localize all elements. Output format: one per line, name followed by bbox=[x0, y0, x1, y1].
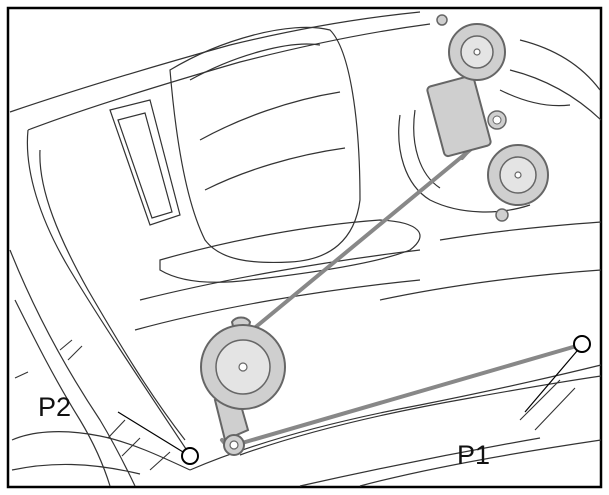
upper-horn-assembly bbox=[426, 14, 549, 222]
horn-bracket bbox=[426, 74, 492, 158]
lower-horn-assembly bbox=[200, 316, 286, 456]
callout-marker-p1 bbox=[573, 335, 591, 353]
leader-p1 bbox=[524, 350, 578, 413]
callout-leaders bbox=[117, 350, 578, 453]
callout-label-p1: P1 bbox=[457, 440, 491, 470]
callout-label-p2: P2 bbox=[38, 392, 72, 422]
callout-markers bbox=[181, 335, 591, 465]
leader-p2 bbox=[117, 411, 184, 453]
callout-marker-p2 bbox=[181, 447, 199, 465]
seat-outline bbox=[109, 26, 421, 331]
frame-border bbox=[6, 6, 603, 489]
dashboard-outline bbox=[9, 11, 602, 487]
pillar-detail-lines bbox=[14, 339, 576, 471]
